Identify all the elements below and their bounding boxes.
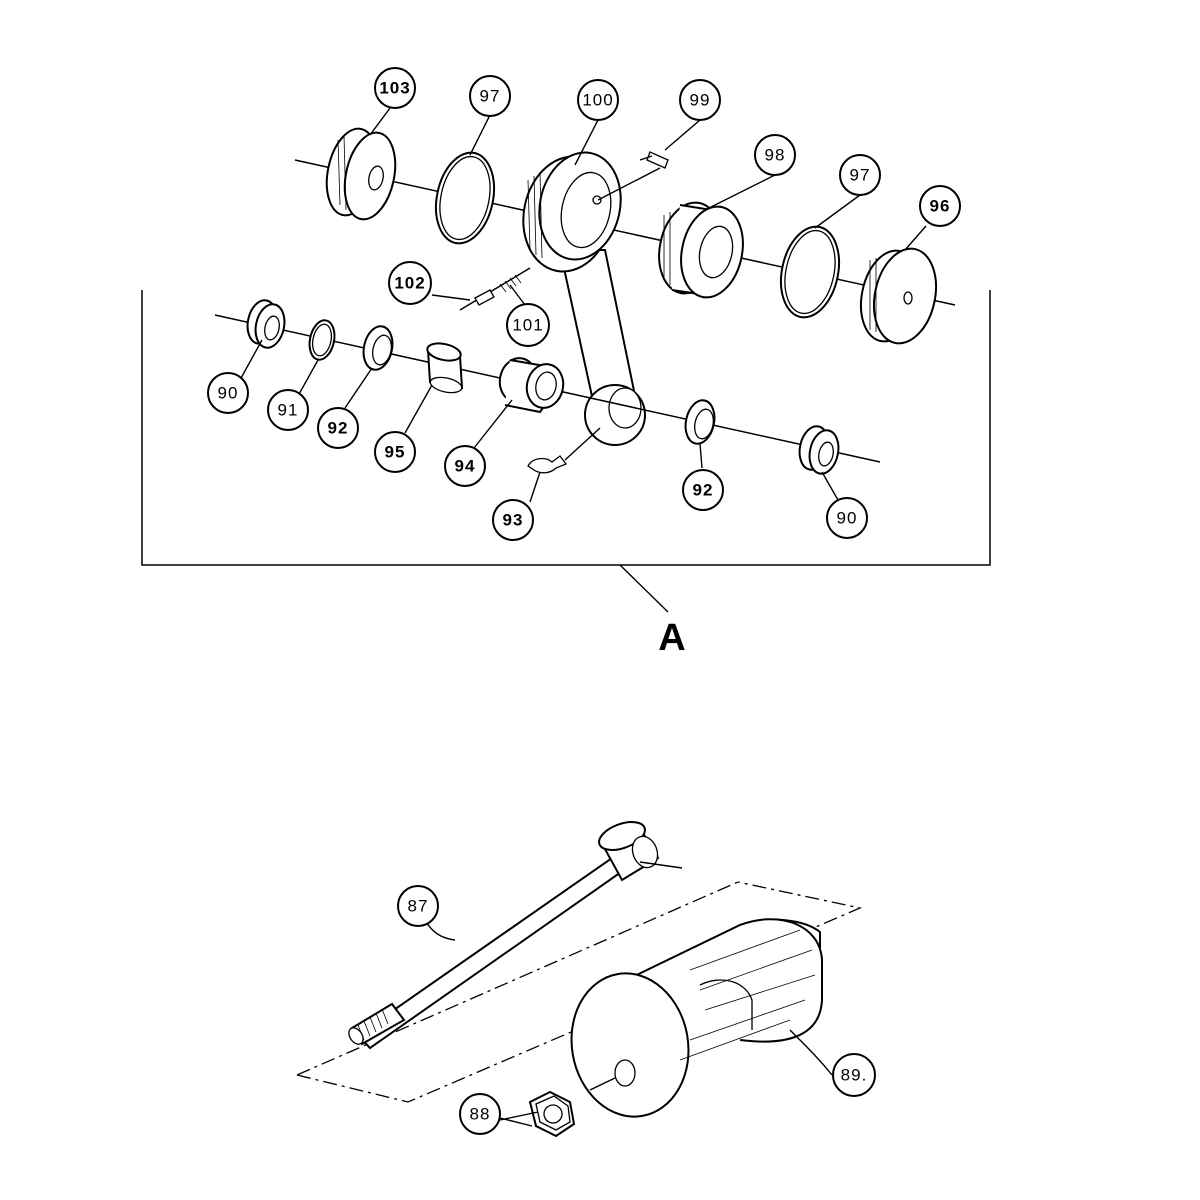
part-103-end-cap — [325, 127, 397, 221]
svg-text:87: 87 — [408, 897, 429, 916]
svg-text:98: 98 — [765, 146, 786, 165]
part-87-shaft — [348, 821, 683, 1050]
svg-text:90: 90 — [837, 509, 858, 528]
part-102-101-screw-spring — [459, 267, 531, 311]
callout-90-left: 90 — [207, 372, 249, 414]
svg-text:92: 92 — [328, 419, 349, 438]
part-97-o-ring-right — [779, 225, 841, 319]
callout-87: 87 — [397, 885, 439, 927]
svg-text:97: 97 — [480, 87, 501, 106]
part-92-ring-right — [684, 399, 716, 445]
part-96-cap — [859, 247, 937, 345]
callout-98: 98 — [754, 134, 796, 176]
callout-103: 103 — [374, 67, 416, 109]
callout-89: 89. — [832, 1053, 876, 1097]
callout-97-right: 97 — [839, 154, 881, 196]
callout-94: 94 — [444, 445, 486, 487]
svg-text:89.: 89. — [841, 1066, 868, 1085]
part-94-needle-bearing — [498, 357, 565, 414]
svg-text:99: 99 — [690, 91, 711, 110]
callout-97-left: 97 — [469, 75, 511, 117]
part-92-ring-left — [362, 325, 394, 371]
svg-text:100: 100 — [582, 91, 613, 110]
svg-text:102: 102 — [394, 274, 425, 293]
svg-text:93: 93 — [503, 511, 524, 530]
svg-text:103: 103 — [379, 79, 410, 98]
callout-90-right: 90 — [826, 497, 868, 539]
callout-95: 95 — [374, 431, 416, 473]
upper-leaders — [239, 107, 927, 503]
callout-102: 102 — [388, 261, 432, 305]
part-95-sleeve — [426, 342, 464, 394]
svg-text:94: 94 — [455, 457, 476, 476]
svg-text:90: 90 — [218, 384, 239, 403]
svg-text:95: 95 — [385, 443, 406, 462]
part-90-bushing-left — [246, 299, 286, 349]
svg-text:97: 97 — [850, 166, 871, 185]
callout-92-right: 92 — [682, 469, 724, 511]
callout-101: 101 — [506, 303, 550, 347]
callout-100: 100 — [577, 79, 619, 121]
part-88-hex-nut — [528, 1090, 576, 1138]
part-89-roller — [570, 918, 823, 1118]
part-97-o-ring-left — [434, 151, 496, 245]
part-99-grease-fitting — [639, 151, 669, 169]
part-98-bearing — [658, 201, 744, 299]
part-90-bushing-right — [798, 425, 840, 475]
part-93-grease-fitting — [527, 455, 568, 474]
assembly-label: A — [658, 617, 685, 659]
svg-text:91: 91 — [278, 401, 299, 420]
svg-text:101: 101 — [512, 316, 543, 335]
callout-91: 91 — [267, 389, 309, 431]
callout-99: 99 — [679, 79, 721, 121]
upper-axis — [294, 159, 956, 306]
svg-text:88: 88 — [470, 1105, 491, 1124]
svg-text:96: 96 — [930, 197, 951, 216]
assembly-a-bracket — [141, 290, 991, 613]
callout-96: 96 — [919, 185, 961, 227]
callout-92-left: 92 — [317, 407, 359, 449]
part-91-washer — [308, 319, 336, 361]
callout-88: 88 — [459, 1093, 501, 1135]
part-100-connecting-rod — [522, 151, 646, 446]
callout-93: 93 — [492, 499, 534, 541]
svg-text:92: 92 — [693, 481, 714, 500]
